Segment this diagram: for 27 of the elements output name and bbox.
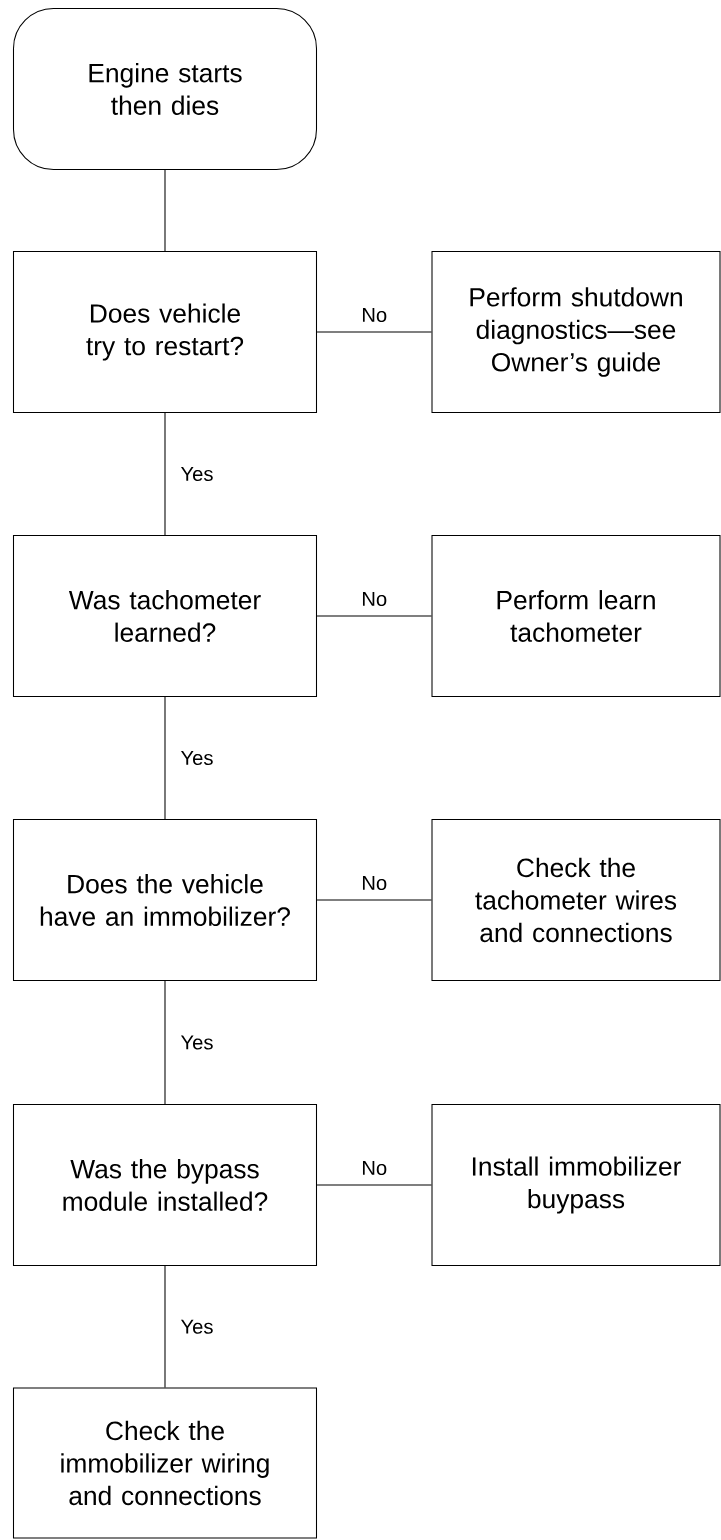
- connector-line: [316, 899, 432, 901]
- edge-label: Yes: [178, 1317, 216, 1336]
- process-box: Check the immobilizer wiring and connections: [12, 1387, 318, 1539]
- process-box: Install immobilizer buypass: [431, 1104, 721, 1267]
- connector-line: [164, 169, 166, 252]
- connector-line: [316, 1184, 432, 1186]
- process-box: Perform learn tachometer: [431, 535, 721, 698]
- edge-label: Yes: [178, 465, 216, 483]
- process-box: Check the tachometer wires and connections: [431, 819, 721, 982]
- connector-line: [164, 412, 166, 536]
- edge-label: No: [359, 874, 389, 892]
- edge-label: No: [359, 1159, 389, 1177]
- edge-label: No: [359, 590, 389, 608]
- connector-line: [316, 615, 432, 617]
- decision-box: Does vehicle try to restart?: [12, 250, 318, 414]
- connector-line: [316, 331, 432, 333]
- connector-line: [164, 1265, 166, 1388]
- connector-line: [164, 980, 166, 1105]
- edge-label: Yes: [178, 749, 216, 767]
- process-box: Perform shutdown diagnostics—see Owner’s guide: [431, 250, 721, 414]
- decision-box: Does the vehicle have an immobilizer?: [12, 819, 318, 982]
- edge-label: No: [359, 306, 389, 324]
- decision-box: Was tachometer learned?: [12, 535, 318, 698]
- connector-line: [164, 696, 166, 820]
- edge-label: Yes: [178, 1033, 216, 1052]
- start-box: Engine starts then dies: [12, 7, 318, 171]
- decision-box: Was the bypass module installed?: [12, 1104, 318, 1267]
